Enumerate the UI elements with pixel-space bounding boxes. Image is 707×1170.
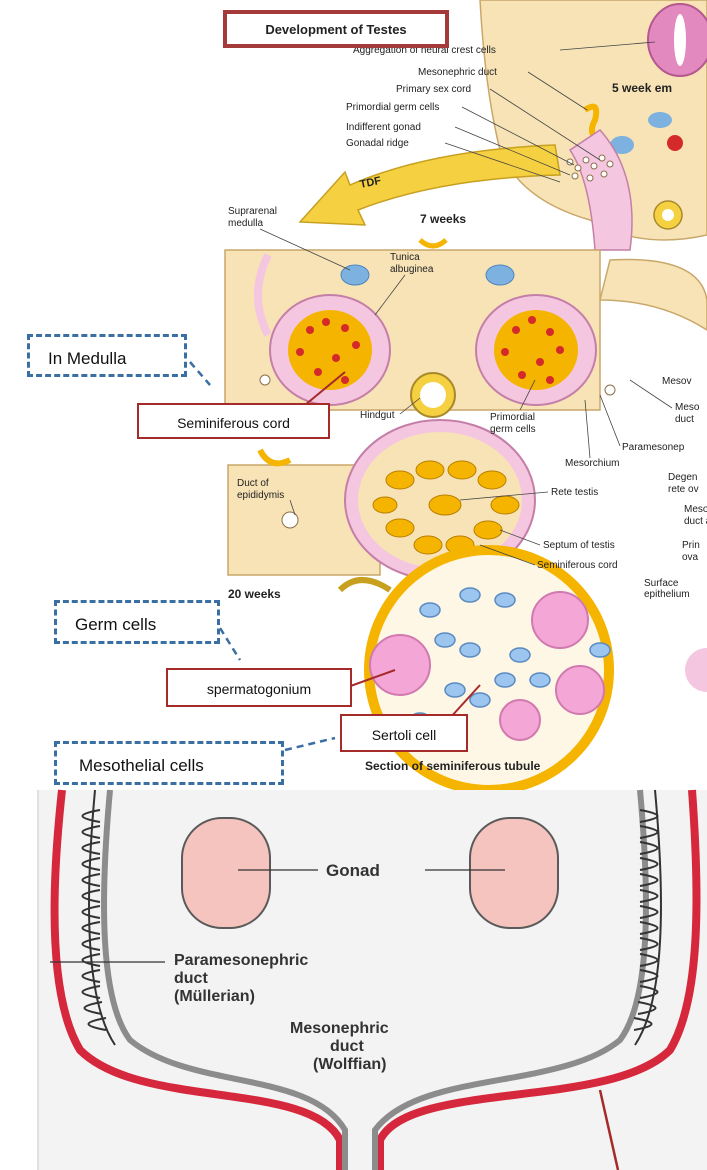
label-meso-2: duct: [675, 414, 694, 425]
label-primordial-germ-1: Primordial: [490, 412, 535, 423]
label-hindgut: Hindgut: [360, 410, 395, 421]
label-duct-epid-2: epididymis: [237, 490, 284, 501]
label-meso-1: Meso: [675, 402, 700, 413]
callout-sertoli-cell: Sertoli cell: [340, 714, 468, 752]
label-paramesonephric-1: Paramesonephric: [174, 952, 308, 969]
label-duct-epid-1: Duct of: [237, 478, 269, 489]
label-seminiferous-cord: Seminiferous cord: [537, 560, 618, 571]
label-mesone-2: duct an: [684, 516, 707, 527]
label-mesonephric-1: Mesonephric: [290, 1020, 389, 1037]
duct-system-diagram: [38, 790, 707, 1170]
label-tunica-1: Tunica: [390, 252, 420, 263]
label-mesone-1: Mesone: [684, 504, 707, 515]
label-paramesonephric-2: duct: [174, 970, 208, 987]
label-paramesonep: Paramesonep: [622, 442, 685, 453]
label-mesorchium: Mesorchium: [565, 458, 619, 469]
diagram-title: Development of Testes: [223, 10, 449, 48]
label-primary-sex-cord: Primary sex cord: [396, 84, 471, 95]
callout-mesothelial-cells: Mesothelial cells: [54, 741, 284, 785]
label-surface-2: epithelium: [644, 589, 690, 600]
label-mesonephric-2: duct: [330, 1038, 364, 1055]
label-gonad: Gonad: [326, 861, 380, 880]
label-prin-1: Prin: [682, 540, 700, 551]
label-mesonephric-3: (Wolffian): [313, 1056, 386, 1073]
label-suprarenal-1: Suprarenal: [228, 206, 277, 217]
label-tunica-2: albuginea: [390, 264, 434, 275]
label-septum: Septum of testis: [543, 540, 615, 551]
label-degen-1: Degen: [668, 472, 697, 483]
label-suprarenal-2: medulla: [228, 218, 263, 229]
label-section: Section of seminiferous tubule: [365, 759, 541, 773]
label-gonadal-ridge: Gonadal ridge: [346, 138, 409, 149]
label-paramesonephric-3: (Müllerian): [174, 988, 255, 1005]
label-rete-testis: Rete testis: [551, 487, 598, 498]
label-prin-2: ova: [682, 552, 699, 563]
callout-in-medulla: In Medulla: [27, 334, 187, 377]
label-surface-1: Surface: [644, 578, 679, 589]
seminiferous-tubule-section: [340, 545, 614, 795]
right-gonad: [470, 818, 558, 928]
label-five-week: 5 week em: [612, 81, 672, 95]
callout-germ-cells: Germ cells: [54, 600, 220, 644]
label-seven-weeks: 7 weeks: [420, 212, 466, 226]
label-primordial-germ-2: germ cells: [490, 424, 536, 435]
label-primordial-germ-cells: Primordial germ cells: [346, 102, 439, 113]
progress-arrow-icon: [260, 450, 290, 463]
label-mesonephric-duct: Mesonephric duct: [418, 67, 497, 78]
label-degen-2: rete ov: [668, 484, 699, 495]
left-gonad: [182, 818, 270, 928]
label-indifferent-gonad: Indifferent gonad: [346, 122, 421, 133]
callout-seminiferous-cord: Seminiferous cord: [137, 403, 330, 439]
label-mesov: Mesov: [662, 376, 691, 387]
callout-spermatogonium: spermatogonium: [166, 668, 352, 707]
label-twenty-weeks: 20 weeks: [228, 587, 281, 601]
